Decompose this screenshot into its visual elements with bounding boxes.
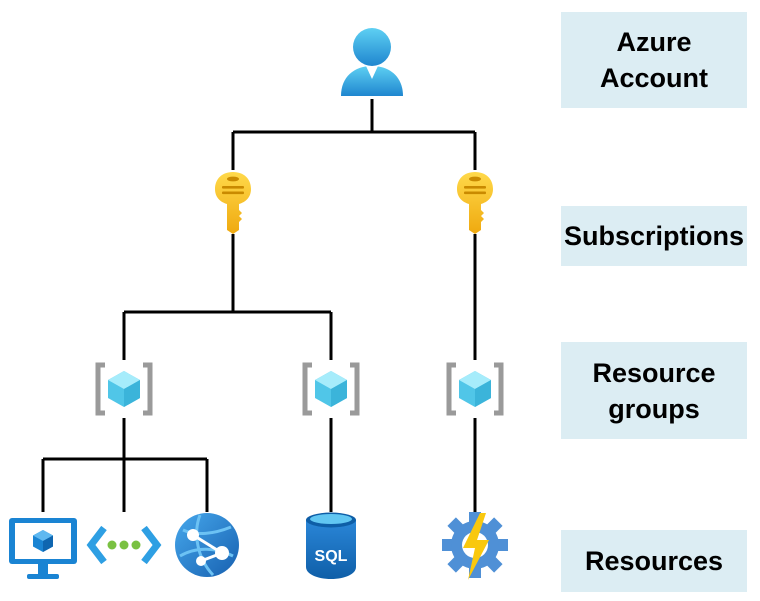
- user-icon: [341, 28, 403, 96]
- level-label-text: Resource groups: [592, 357, 716, 424]
- key-icon: [215, 172, 251, 234]
- key-icon: [457, 172, 493, 234]
- virtual-machine-icon: [9, 518, 77, 579]
- level-label-text: Subscriptions: [563, 221, 745, 251]
- sql-database-icon: SQL: [306, 512, 356, 579]
- resource-group-icon: [449, 365, 501, 413]
- level-label-account: Azure Account: [561, 12, 747, 108]
- connector-lines: [41, 99, 477, 512]
- level-label-text: Azure Account: [600, 27, 708, 93]
- level-label-text: Resources: [584, 546, 724, 576]
- resource-group-icon: [98, 365, 150, 413]
- virtual-network-icon: [86, 525, 162, 565]
- function-app-icon: [442, 512, 508, 580]
- app-service-icon: [175, 513, 239, 577]
- resource-group-icon: [305, 365, 357, 413]
- level-label-subscriptions: Subscriptions: [561, 206, 747, 266]
- level-label-resources: Resources: [561, 530, 747, 592]
- sql-label: SQL: [315, 548, 348, 565]
- level-label-resource-groups: Resource groups: [561, 342, 747, 439]
